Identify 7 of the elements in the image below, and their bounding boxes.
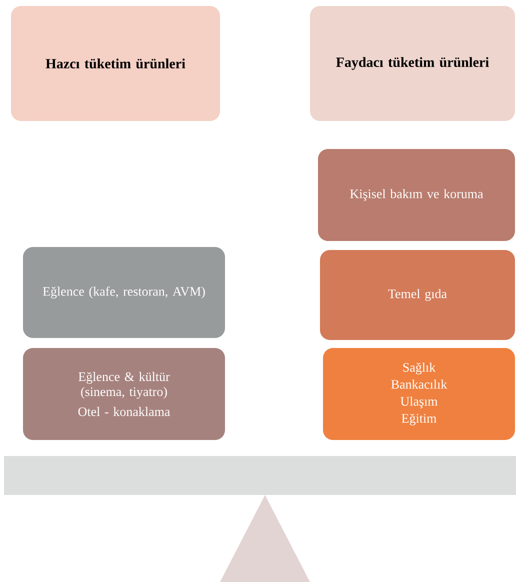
heading-box: Hazcı tüketim ürünleri <box>11 6 220 121</box>
category-box: Eğlence & kültür (sinema, tiyatro) Otel - konaklama <box>23 348 225 440</box>
category-box: Kişisel bakım ve koruma <box>318 149 515 241</box>
category-box: Sağlık Bankacılık Ulaşım Eğitim <box>323 348 515 440</box>
category-box: Temel gıda <box>320 250 515 340</box>
category-box: Eğlence (kafe, restoran, AVM) <box>23 247 225 338</box>
heading-box: Faydacı tüketim ürünleri <box>310 6 515 121</box>
